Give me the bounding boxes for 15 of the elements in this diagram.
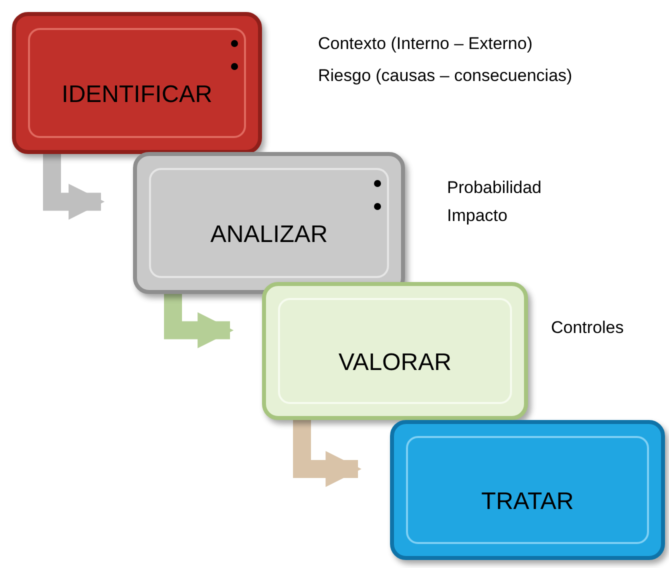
- process-box: [262, 282, 528, 420]
- process-box: [390, 420, 665, 560]
- process-box: [12, 12, 262, 154]
- bullet-text: Riesgo (causas – consecuencias): [318, 65, 572, 87]
- bullet-text: Contexto (Interno – Externo): [318, 33, 534, 55]
- box-label: ANALIZAR: [210, 220, 328, 250]
- box-label: VALORAR: [338, 348, 452, 378]
- bullet-text: Probabilidad: [447, 177, 542, 199]
- box-label: TRATAR: [481, 487, 574, 517]
- bent-arrow: [293, 420, 362, 487]
- bent-arrow: [164, 294, 234, 348]
- box-label: IDENTIFICAR: [62, 80, 212, 110]
- bullet-text: Impacto: [447, 205, 508, 227]
- bullet-text: Controles: [551, 317, 624, 339]
- process-box: [133, 152, 405, 294]
